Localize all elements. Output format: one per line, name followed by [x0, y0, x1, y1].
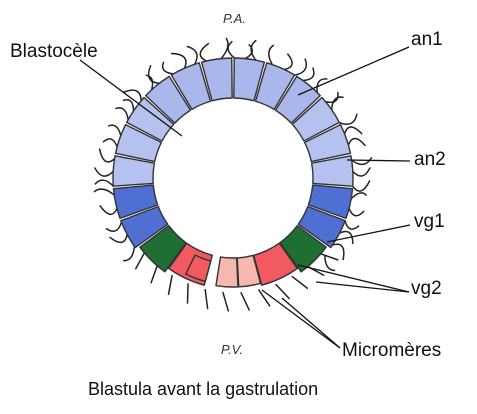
vegetal-pole-label: P.V.: [221, 343, 243, 356]
cilium: [94, 189, 114, 195]
cilium: [151, 265, 157, 283]
figure-caption: Blastula avant la gastrulation: [88, 380, 318, 398]
cilium: [326, 92, 338, 102]
cilium: [172, 54, 186, 69]
cilium: [149, 66, 160, 84]
cilium: [110, 234, 127, 242]
blastocoel-label: Blastocèle: [10, 42, 98, 61]
cilium: [352, 158, 372, 165]
cilium: [187, 47, 197, 65]
cilium: [276, 285, 289, 299]
cilium: [340, 114, 357, 124]
cilium: [269, 45, 274, 64]
cilium: [241, 293, 249, 310]
an1-label: an1: [411, 30, 443, 49]
cilium: [124, 246, 135, 260]
cilium: [223, 293, 228, 311]
cilium: [348, 139, 365, 146]
vg2-label: vg2: [411, 279, 442, 298]
cilium: [353, 168, 370, 176]
cell-ring: [113, 58, 353, 287]
cilium: [163, 62, 174, 73]
vg2-leader: [298, 265, 409, 292]
cilium: [123, 100, 133, 111]
micromere-cell: [216, 257, 238, 287]
cilium: [295, 59, 307, 75]
cilium: [107, 222, 122, 231]
cilium: [100, 206, 117, 214]
cilium: [349, 208, 364, 215]
cilium: [333, 244, 344, 259]
animal-pole-label: P.A.: [223, 12, 246, 25]
cilium: [292, 277, 307, 289]
cilium: [116, 108, 128, 120]
cilium: [109, 125, 121, 135]
cilium: [136, 252, 145, 269]
cilium: [200, 44, 208, 61]
micromeres-leader: [262, 290, 340, 348]
an2-label: an2: [414, 150, 446, 169]
cilium: [103, 139, 117, 147]
vg2-leader: [316, 282, 409, 292]
micromeres-label: Micromères: [342, 341, 441, 360]
cilium: [95, 168, 113, 176]
cilium: [169, 276, 173, 295]
cilium: [188, 284, 189, 303]
cilium: [353, 181, 370, 191]
cilium: [284, 54, 292, 69]
cilium: [320, 253, 338, 259]
cilium: [95, 180, 113, 186]
cilium: [100, 149, 115, 162]
cilium: [205, 290, 207, 309]
cilium: [221, 38, 228, 58]
cilium: [228, 42, 234, 58]
cilium: [345, 221, 358, 229]
vg1-label: vg1: [414, 212, 445, 231]
cilium: [351, 193, 366, 199]
an2-leader: [347, 160, 410, 161]
an1-leader: [298, 47, 409, 95]
cilium: [345, 127, 362, 134]
micromeres-leader: [282, 298, 340, 348]
